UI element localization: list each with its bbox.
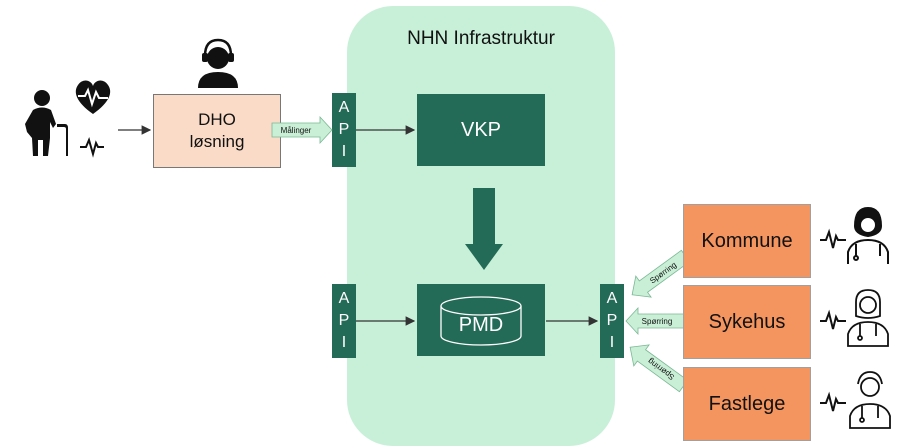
- kommune-box: Kommune: [683, 204, 811, 278]
- api-letter: A: [606, 290, 618, 307]
- vkp-box: VKP: [417, 94, 545, 166]
- arrow-vkp-to-pmd: [465, 188, 503, 270]
- sporring-kommune-arrow: Spørring: [631, 249, 691, 298]
- pulse-icon: [80, 137, 104, 158]
- vkp-label: VKP: [460, 118, 502, 141]
- doctor-icon-fastlege: [849, 371, 891, 429]
- api-letter: I: [341, 334, 347, 351]
- api-letter: P: [606, 312, 618, 329]
- sykehus-label: Sykehus: [708, 310, 786, 333]
- sykehus-box: Sykehus: [683, 285, 811, 359]
- pulse-icon: [820, 309, 846, 330]
- operator-headset-icon: [198, 38, 238, 88]
- malinger-arrow: Målinger: [271, 115, 333, 145]
- pmd-box: PMD: [417, 284, 545, 356]
- malinger-label: Målinger: [281, 126, 312, 135]
- data-flow-arrows: Målinger Spørring Spørring Spørring: [271, 115, 691, 393]
- heart-pulse-icon: [75, 80, 111, 114]
- icons-layer: [25, 38, 891, 429]
- api-letter: P: [338, 121, 350, 138]
- api-letter: I: [341, 143, 347, 160]
- api-letter: P: [338, 312, 350, 329]
- api-letter: I: [609, 334, 615, 351]
- sporring-sykehus-arrow: Spørring: [625, 306, 687, 336]
- elderly-person-icon: [25, 90, 68, 156]
- pulse-icon: [820, 391, 846, 412]
- database-cylinder-icon: [440, 296, 522, 346]
- connectors: [118, 125, 599, 326]
- doctor-icon-sykehus: [847, 289, 889, 347]
- pulse-icon: [820, 228, 846, 249]
- pmd-label: PMD: [458, 314, 504, 336]
- api-letter: A: [338, 290, 350, 307]
- fastlege-label: Fastlege: [708, 392, 786, 415]
- api-box-bottom-left: A P I: [332, 284, 356, 358]
- dho-sub-label: løsning: [189, 132, 245, 151]
- api-letter: A: [338, 99, 350, 116]
- doctor-icon-kommune: [847, 206, 889, 264]
- api-box-right: A P I: [600, 284, 624, 358]
- sporring-sykehus-label: Spørring: [642, 317, 673, 326]
- api-box-top-left: A P I: [332, 93, 356, 167]
- infrastructure-title: NHN Infrastruktur: [407, 28, 555, 49]
- kommune-label: Kommune: [701, 229, 793, 252]
- dho-label: DHO: [198, 109, 236, 129]
